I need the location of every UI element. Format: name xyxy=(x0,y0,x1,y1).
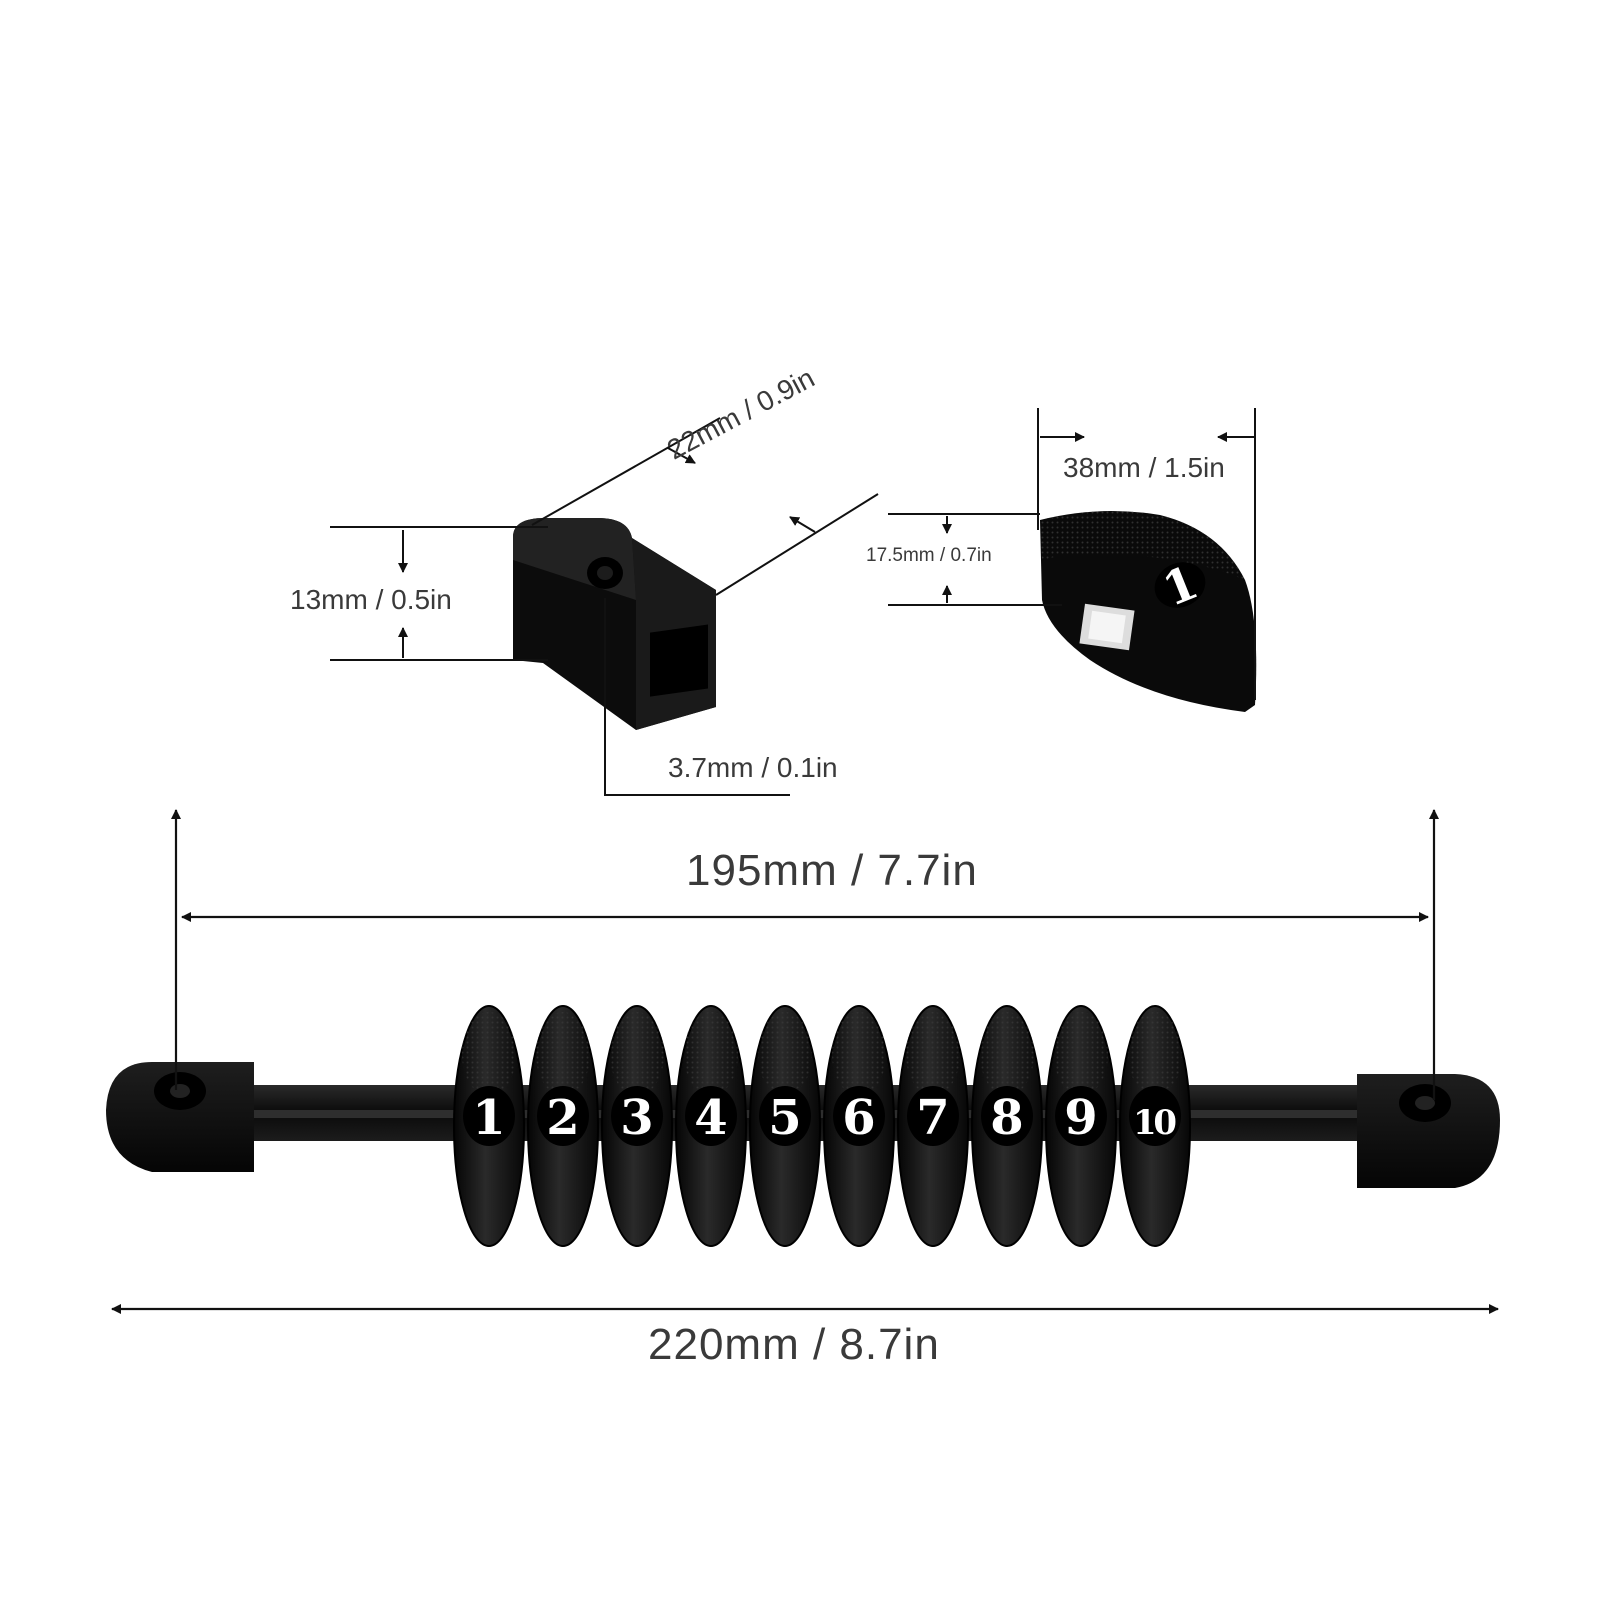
counter-bead[interactable]: 6 xyxy=(823,1005,895,1247)
counter-bead-badge xyxy=(981,1086,1033,1146)
counter-bead-number: 10 xyxy=(1133,1103,1177,1143)
counter-bead-number: 4 xyxy=(694,1090,727,1146)
total-length-label: 220mm / 8.7in xyxy=(648,1320,940,1369)
end-cap-dimension-lines xyxy=(330,417,879,796)
counter-bead-texture xyxy=(758,1012,812,1096)
counter-bead-texture xyxy=(462,1012,516,1096)
counter-bead-texture xyxy=(906,1012,960,1096)
inner-length-label: 195mm / 7.7in xyxy=(686,846,978,895)
counter-bead-number: 6 xyxy=(842,1090,875,1146)
counter-bead[interactable]: 5 xyxy=(749,1005,821,1247)
counter-bead-texture xyxy=(536,1012,590,1096)
end-cap-part xyxy=(513,518,716,730)
counter-bead-badge xyxy=(1055,1086,1107,1146)
counter-bead-texture xyxy=(610,1012,664,1096)
counter-bead[interactable]: 2 xyxy=(527,1005,599,1247)
counter-bead-texture xyxy=(1128,1012,1182,1096)
counter-bead[interactable]: 3 xyxy=(601,1005,673,1247)
left-end-cap xyxy=(106,1062,254,1172)
counter-bead[interactable]: 10 xyxy=(1119,1005,1191,1247)
counter-bead-number: 8 xyxy=(990,1090,1023,1146)
counter-bead-number: 5 xyxy=(768,1090,801,1146)
counter-bead-badge xyxy=(537,1086,589,1146)
counter-bead-number: 7 xyxy=(916,1090,949,1146)
counter-bead[interactable]: 8 xyxy=(971,1005,1043,1247)
counter-bead[interactable]: 9 xyxy=(1045,1005,1117,1247)
counter-bead-number: 9 xyxy=(1064,1090,1097,1146)
counter-bead-badge xyxy=(1129,1086,1181,1146)
counter-bead[interactable]: 4 xyxy=(675,1005,747,1247)
small-end-hole-label: 3.7mm / 0.1in xyxy=(668,752,838,783)
counter-bead-badge xyxy=(759,1086,811,1146)
counter-bead-texture xyxy=(684,1012,738,1096)
counter-bead[interactable]: 1 xyxy=(453,1005,525,1247)
bead-height-label: 17.5mm / 0.7in xyxy=(866,545,992,566)
counter-bead-badge xyxy=(907,1086,959,1146)
counter-bead-number: 3 xyxy=(620,1090,653,1146)
bead-dimension-lines xyxy=(888,408,1256,700)
small-end-height-label: 13mm / 0.5in xyxy=(290,584,452,615)
counter-bead-badge xyxy=(833,1086,885,1146)
single-bead-part: 1 xyxy=(1040,511,1257,712)
counter-bead-badge xyxy=(463,1086,515,1146)
counter-bead-texture xyxy=(1054,1012,1108,1096)
counter-bead[interactable]: 7 xyxy=(897,1005,969,1247)
counter-bead-number: 2 xyxy=(546,1090,579,1146)
bead-length-label: 38mm / 1.5in xyxy=(1063,452,1225,483)
right-end-cap xyxy=(1357,1074,1500,1188)
end-cap-slot xyxy=(650,624,708,697)
counter-bead-badge xyxy=(611,1086,663,1146)
counter-bead-texture xyxy=(980,1012,1034,1096)
counter-bead-badge xyxy=(685,1086,737,1146)
counter-bead-texture xyxy=(832,1012,886,1096)
assembly-dimension-lines xyxy=(111,809,1499,1314)
counter-bead-number: 1 xyxy=(472,1090,505,1146)
